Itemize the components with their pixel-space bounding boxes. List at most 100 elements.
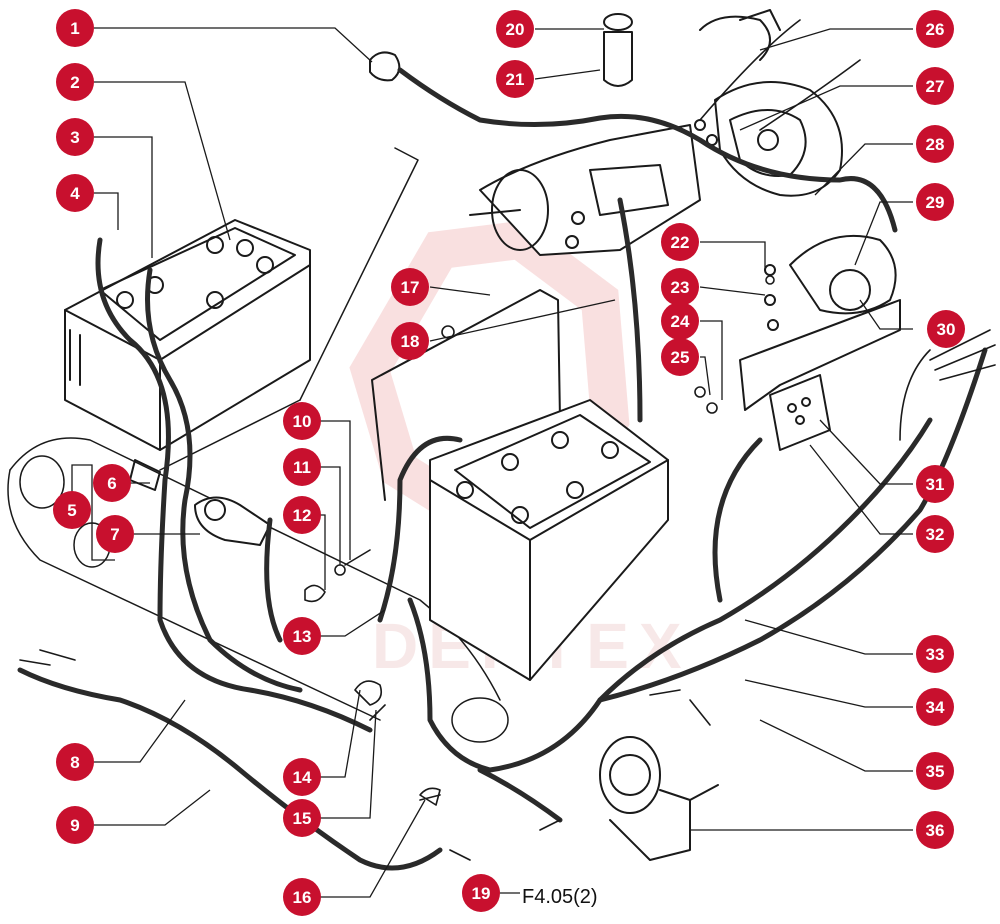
callout-34: 34 bbox=[916, 688, 954, 726]
callout-badge bbox=[916, 688, 954, 726]
callout-23: 23 bbox=[661, 268, 699, 306]
callout-badge bbox=[916, 515, 954, 553]
callout-29: 29 bbox=[916, 183, 954, 221]
callout-badge bbox=[661, 268, 699, 306]
callout-25: 25 bbox=[661, 338, 699, 376]
callout-number: 34 bbox=[926, 698, 945, 717]
callout-badge bbox=[916, 635, 954, 673]
fasteners bbox=[304, 275, 775, 806]
callout-badge bbox=[462, 874, 500, 912]
callout-33: 33 bbox=[916, 635, 954, 673]
callout-badge bbox=[927, 310, 965, 348]
callout-21: 21 bbox=[496, 60, 534, 98]
small-wires bbox=[19, 19, 996, 861]
callout-number: 32 bbox=[926, 525, 945, 544]
callout-15: 15 bbox=[283, 799, 321, 837]
callout-18: 18 bbox=[391, 322, 429, 360]
callout-number: 6 bbox=[107, 474, 116, 493]
callout-number: 3 bbox=[70, 128, 79, 147]
callout-badge bbox=[661, 223, 699, 261]
callout-number: 8 bbox=[70, 753, 79, 772]
callout-number: 36 bbox=[926, 821, 945, 840]
alternator bbox=[694, 9, 843, 197]
callout-badge bbox=[56, 743, 94, 781]
callout-number: 17 bbox=[401, 278, 420, 297]
callout-badge bbox=[916, 811, 954, 849]
chassis-frame bbox=[7, 147, 509, 743]
callout-number: 26 bbox=[926, 20, 945, 39]
callout-26: 26 bbox=[916, 10, 954, 48]
callout-30: 30 bbox=[927, 310, 965, 348]
callout-badge bbox=[283, 758, 321, 796]
callout-badge bbox=[56, 174, 94, 212]
callout-6: 6 bbox=[93, 464, 131, 502]
starter-motor bbox=[469, 124, 701, 256]
callout-number: 33 bbox=[926, 645, 945, 664]
callout-badge bbox=[96, 515, 134, 553]
callout-10: 10 bbox=[283, 402, 321, 440]
callout-1: 1 bbox=[56, 9, 94, 47]
callout-badge bbox=[56, 63, 94, 101]
callout-number: 10 bbox=[293, 412, 312, 431]
leader-lines bbox=[71, 27, 913, 898]
callout-badge bbox=[283, 878, 321, 916]
callout-number: 20 bbox=[506, 20, 525, 39]
callout-badge bbox=[496, 10, 534, 48]
callout-number: 11 bbox=[293, 458, 311, 477]
callout-number: 16 bbox=[293, 888, 312, 907]
callout-number: 2 bbox=[70, 73, 79, 92]
callout-badge bbox=[391, 268, 429, 306]
wiring-artwork bbox=[7, 9, 996, 871]
callout-2: 2 bbox=[56, 63, 94, 101]
callout-number: 12 bbox=[293, 506, 312, 525]
callout-4: 4 bbox=[56, 174, 94, 212]
callout-16: 16 bbox=[283, 878, 321, 916]
callout-badge bbox=[661, 338, 699, 376]
figure-reference: F4.05(2) bbox=[522, 886, 598, 908]
callout-badge bbox=[916, 125, 954, 163]
callout-badge bbox=[56, 118, 94, 156]
callout-badge bbox=[283, 448, 321, 486]
callout-badge bbox=[391, 322, 429, 360]
callout-number: 29 bbox=[926, 193, 945, 212]
callout-14: 14 bbox=[283, 758, 321, 796]
callout-number: 5 bbox=[67, 501, 76, 520]
callout-9: 9 bbox=[56, 806, 94, 844]
callout-number: 14 bbox=[293, 768, 312, 787]
callout-badge bbox=[283, 617, 321, 655]
callout-28: 28 bbox=[916, 125, 954, 163]
callout-31: 31 bbox=[916, 465, 954, 503]
callout-36: 36 bbox=[916, 811, 954, 849]
callout-27: 27 bbox=[916, 67, 954, 105]
callout-19: 19 bbox=[462, 874, 500, 912]
callout-number: 28 bbox=[926, 135, 945, 154]
callout-badge bbox=[916, 183, 954, 221]
callout-number: 23 bbox=[671, 278, 690, 297]
callout-badge bbox=[496, 60, 534, 98]
callout-badge bbox=[916, 10, 954, 48]
callout-number: 19 bbox=[472, 884, 491, 903]
callout-badge bbox=[56, 9, 94, 47]
callout-number: 4 bbox=[70, 184, 80, 203]
callout-number: 27 bbox=[926, 77, 945, 96]
callout-badge bbox=[916, 465, 954, 503]
callout-number: 18 bbox=[401, 332, 420, 351]
callout-number: 21 bbox=[506, 70, 525, 89]
callout-badge bbox=[283, 799, 321, 837]
callout-35: 35 bbox=[916, 752, 954, 790]
callout-badge bbox=[53, 491, 91, 529]
callout-badge bbox=[916, 752, 954, 790]
callout-7: 7 bbox=[96, 515, 134, 553]
callout-number: 24 bbox=[671, 312, 690, 331]
callout-3: 3 bbox=[56, 118, 94, 156]
callout-32: 32 bbox=[916, 515, 954, 553]
callout-number: 30 bbox=[937, 320, 956, 339]
callout-number: 31 bbox=[926, 475, 945, 494]
callout-number: 9 bbox=[70, 816, 79, 835]
callout-11: 11 bbox=[283, 448, 321, 486]
callout-5: 5 bbox=[53, 491, 91, 529]
callout-badge bbox=[916, 67, 954, 105]
callout-13: 13 bbox=[283, 617, 321, 655]
